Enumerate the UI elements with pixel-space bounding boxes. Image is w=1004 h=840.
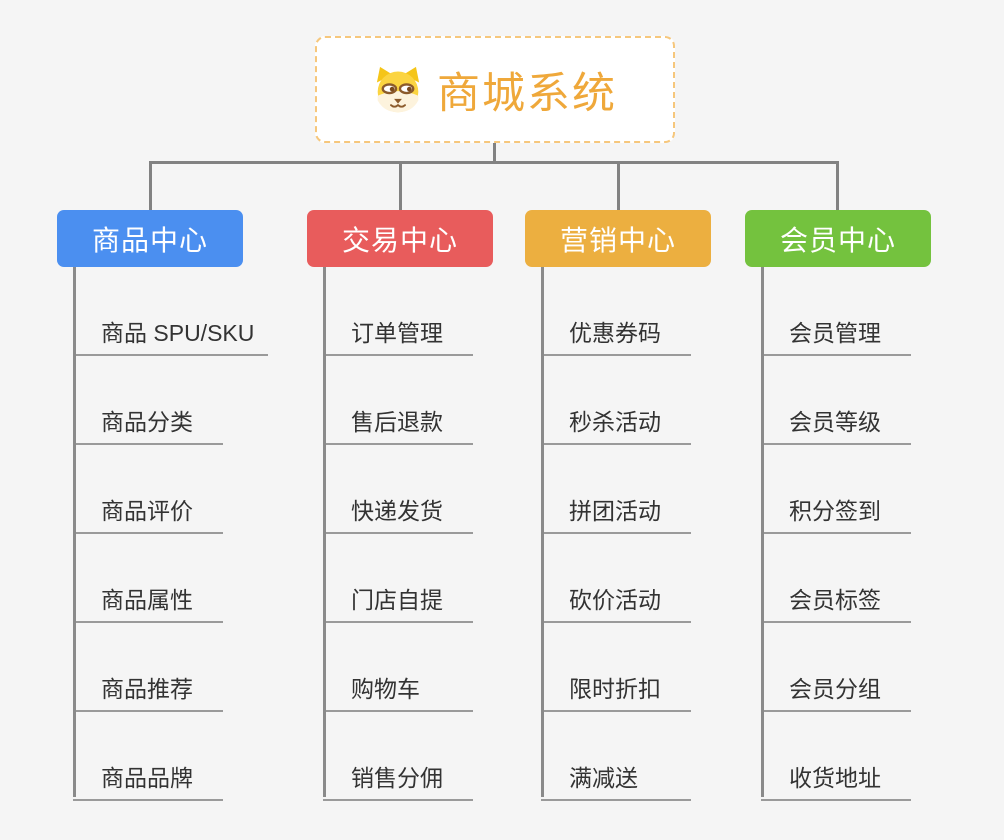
child-topic[interactable]: 满减送 [541,712,691,801]
branch-trunk-line [323,267,326,797]
child-topic[interactable]: 商品属性 [73,534,223,623]
child-topic[interactable]: 门店自提 [323,534,473,623]
branch-trunk-line [761,267,764,797]
dog-face-icon [376,66,420,113]
child-topic[interactable]: 销售分佣 [323,712,473,801]
branch-label: 会员中心 [779,224,896,256]
child-topic[interactable]: 商品分类 [73,356,223,445]
child-topic[interactable]: 优惠券码 [541,267,691,356]
branch-header-4[interactable]: 会员中心 [745,210,931,267]
connector-branch-stub [836,161,839,210]
branch-children: 优惠券码秒杀活动拼团活动砍价活动限时折扣满减送 [541,267,691,801]
connector-branch-stub [617,161,620,210]
branch-header-1[interactable]: 商品中心 [57,210,243,267]
child-topic[interactable]: 会员标签 [761,534,911,623]
child-topic[interactable]: 快递发货 [323,445,473,534]
root-title: 商城系统 [437,69,617,118]
branch-label: 交易中心 [341,224,458,256]
branch-header-3[interactable]: 营销中心 [525,210,711,267]
connector-root-stub [493,143,496,163]
child-topic[interactable]: 订单管理 [323,267,473,356]
child-topic[interactable]: 拼团活动 [541,445,691,534]
branch-children: 订单管理售后退款快递发货门店自提购物车销售分佣 [323,267,473,801]
child-topic[interactable]: 商品品牌 [73,712,223,801]
child-topic[interactable]: 商品评价 [73,445,223,534]
child-topic[interactable]: 限时折扣 [541,623,691,712]
branch-header-2[interactable]: 交易中心 [307,210,493,267]
child-topic[interactable]: 秒杀活动 [541,356,691,445]
root-node[interactable]: 商城系统 [315,36,675,143]
child-topic[interactable]: 购物车 [323,623,473,712]
connector-horizontal-line [149,161,839,164]
branch-trunk-line [73,267,76,797]
child-topic[interactable]: 商品推荐 [73,623,223,712]
child-topic[interactable]: 会员等级 [761,356,911,445]
child-topic[interactable]: 收货地址 [761,712,911,801]
child-topic[interactable]: 商品 SPU/SKU [73,267,269,356]
child-topic[interactable]: 砍价活动 [541,534,691,623]
branch-label: 营销中心 [559,224,676,256]
branch-children: 会员管理会员等级积分签到会员标签会员分组收货地址 [761,267,911,801]
branch-trunk-line [541,267,544,797]
branch-label: 商品中心 [91,224,208,256]
connector-branch-stub [399,161,402,210]
connector-branch-stub [149,161,152,210]
child-topic[interactable]: 会员管理 [761,267,911,356]
child-topic[interactable]: 积分签到 [761,445,911,534]
child-topic[interactable]: 会员分组 [761,623,911,712]
child-topic[interactable]: 售后退款 [323,356,473,445]
